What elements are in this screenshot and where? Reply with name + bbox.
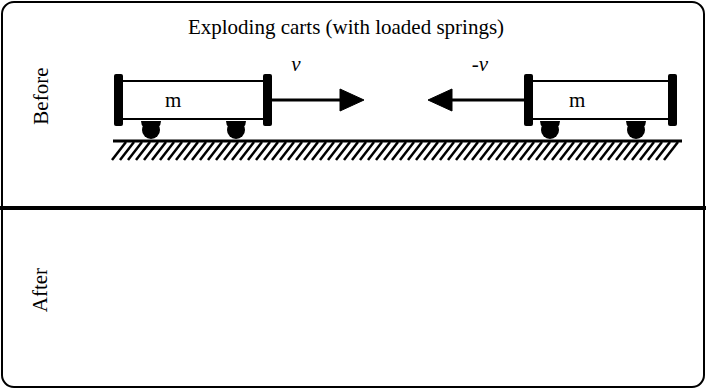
- velocity-label: -v⃗: [472, 52, 505, 76]
- panel-label: Before: [28, 68, 52, 125]
- wheels: [141, 121, 646, 139]
- velocity-label: v⃗: [291, 52, 317, 76]
- cart-box: m: [531, 80, 670, 120]
- mass-label: m: [569, 88, 585, 112]
- ground: [112, 141, 682, 160]
- title: Exploding carts (with loaded springs): [188, 15, 504, 39]
- cart-bumpers: [114, 74, 677, 126]
- mass-label: m: [165, 88, 181, 112]
- divider: [0, 206, 706, 210]
- panel-label: After: [28, 268, 52, 312]
- velocity-arrows: [272, 89, 524, 111]
- panel-band: After: [0, 208, 706, 389]
- cart-box: m: [121, 80, 265, 120]
